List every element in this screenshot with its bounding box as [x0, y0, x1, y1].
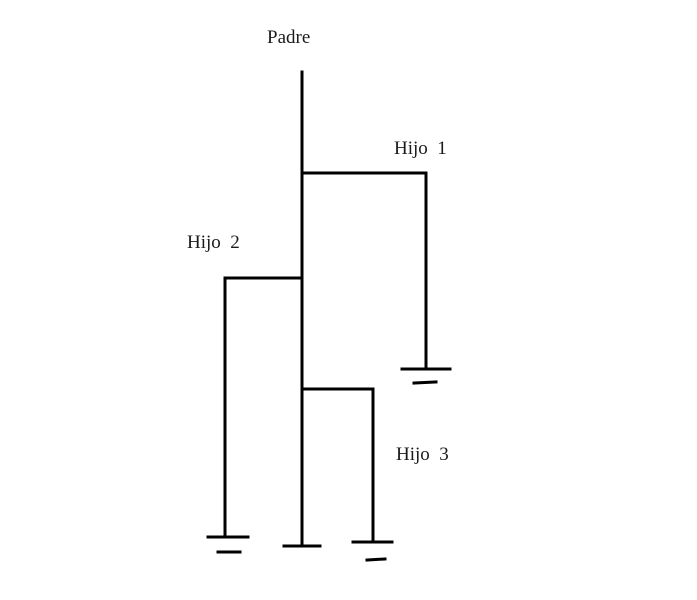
hijo3-ground-bar-bottom [365, 557, 387, 562]
padre-label: Padre [267, 27, 311, 48]
hijo1-ground-bar-bottom [412, 380, 438, 385]
hijo2-label: Hijo 2 [187, 232, 240, 253]
hijo1-label: Hijo 1 [394, 138, 447, 159]
hijo3-label: Hijo 3 [396, 444, 449, 465]
